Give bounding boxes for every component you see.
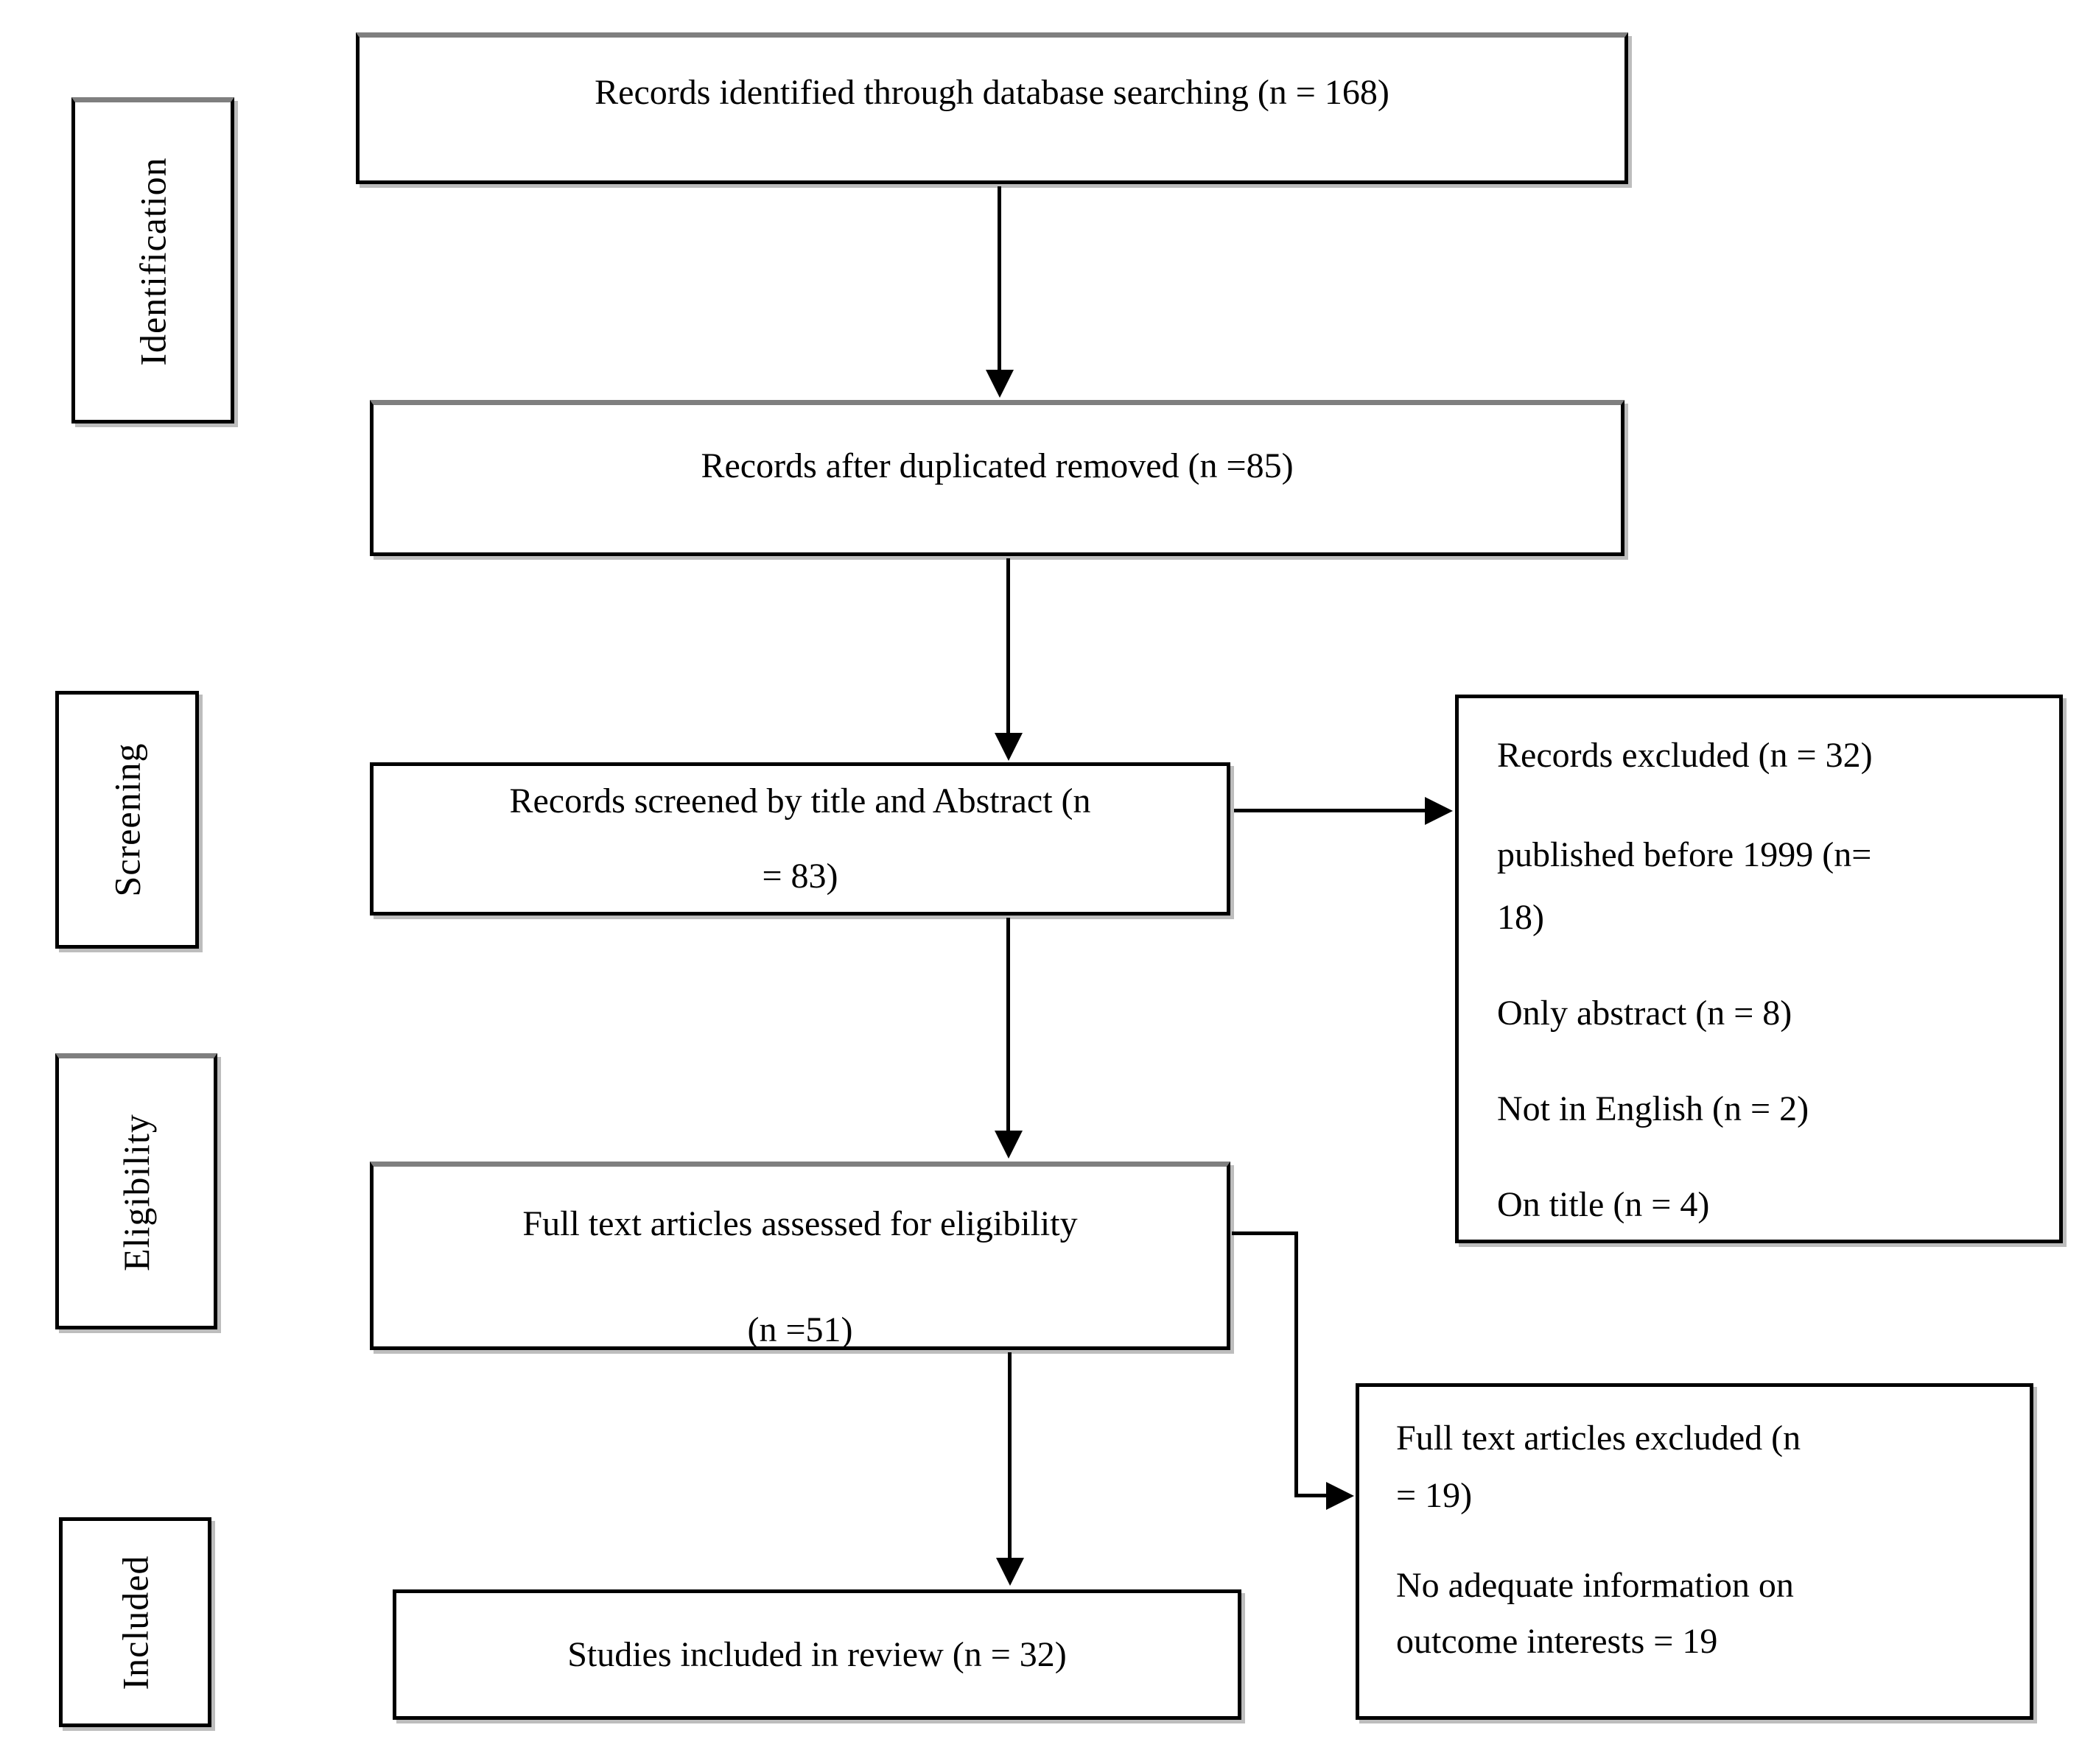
flow-box-studies-included: Studies included in review (n = 32)	[393, 1589, 1241, 1720]
stage-label-included-text: Included	[114, 1555, 156, 1690]
fulltext-assessed-line-1: Full text articles assessed for eligibil…	[522, 1204, 1078, 1243]
fulltext-excluded-line-1: Full text articles excluded (n	[1396, 1419, 1801, 1458]
studies-included-text: Studies included in review (n = 32)	[567, 1634, 1067, 1674]
arrow-shaft	[998, 186, 1001, 372]
records-screened-line-2: = 83)	[762, 857, 838, 896]
arrowhead-down-icon	[996, 1558, 1024, 1586]
fulltext-excluded-line-3: No adequate information on	[1396, 1566, 1794, 1605]
arrow-elbow-segment-2	[1294, 1231, 1298, 1497]
fulltext-excluded-line-2: = 19)	[1396, 1476, 1473, 1515]
box-fulltext-excluded: Full text articles excluded (n = 19) No …	[1356, 1383, 2033, 1720]
records-screened-line-1: Records screened by title and Abstract (…	[509, 781, 1091, 820]
arrow-elbow-segment-1	[1232, 1231, 1298, 1235]
stage-label-screening: Screening	[55, 691, 199, 949]
records-deduplicated-text: Records after duplicated removed (n =85)	[701, 446, 1294, 485]
stage-label-identification-text: Identification	[132, 156, 174, 366]
flow-box-records-deduplicated: Records after duplicated removed (n =85)	[370, 400, 1624, 556]
fulltext-assessed-line-2: (n =51)	[747, 1310, 853, 1349]
arrowhead-down-icon	[995, 1131, 1023, 1159]
arrowhead-right-icon	[1326, 1482, 1354, 1510]
arrowhead-right-icon	[1425, 797, 1453, 825]
arrow-shaft	[1234, 809, 1427, 812]
arrow-shaft	[1006, 918, 1010, 1133]
records-excluded-line-1: Records excluded (n = 32)	[1497, 736, 1873, 775]
stage-label-included: Included	[59, 1517, 211, 1727]
records-identified-text: Records identified through database sear…	[595, 72, 1389, 112]
arrow-elbow-segment-3	[1294, 1494, 1330, 1497]
box-records-excluded: Records excluded (n = 32) published befo…	[1455, 695, 2063, 1243]
fulltext-excluded-line-4: outcome interests = 19	[1396, 1622, 1718, 1661]
stage-label-screening-text: Screening	[106, 742, 148, 897]
records-excluded-line-5: Not in English (n = 2)	[1497, 1089, 1809, 1128]
stage-label-identification: Identification	[71, 97, 234, 424]
records-excluded-line-3: 18)	[1497, 898, 1544, 937]
arrow-shaft	[1008, 1352, 1012, 1560]
stage-label-eligibility: Eligibility	[55, 1053, 217, 1329]
records-excluded-line-2: published before 1999 (n=	[1497, 835, 1872, 874]
flow-box-records-identified: Records identified through database sear…	[356, 32, 1628, 184]
arrow-shaft	[1006, 558, 1010, 735]
records-excluded-line-4: Only abstract (n = 8)	[1497, 994, 1792, 1033]
arrowhead-down-icon	[986, 370, 1014, 398]
records-excluded-line-6: On title (n = 4)	[1497, 1185, 1710, 1224]
flow-box-fulltext-assessed: Full text articles assessed for eligibil…	[370, 1162, 1230, 1350]
flow-box-records-screened: Records screened by title and Abstract (…	[370, 762, 1230, 916]
arrowhead-down-icon	[995, 733, 1023, 761]
stage-label-eligibility-text: Eligibility	[116, 1113, 158, 1271]
